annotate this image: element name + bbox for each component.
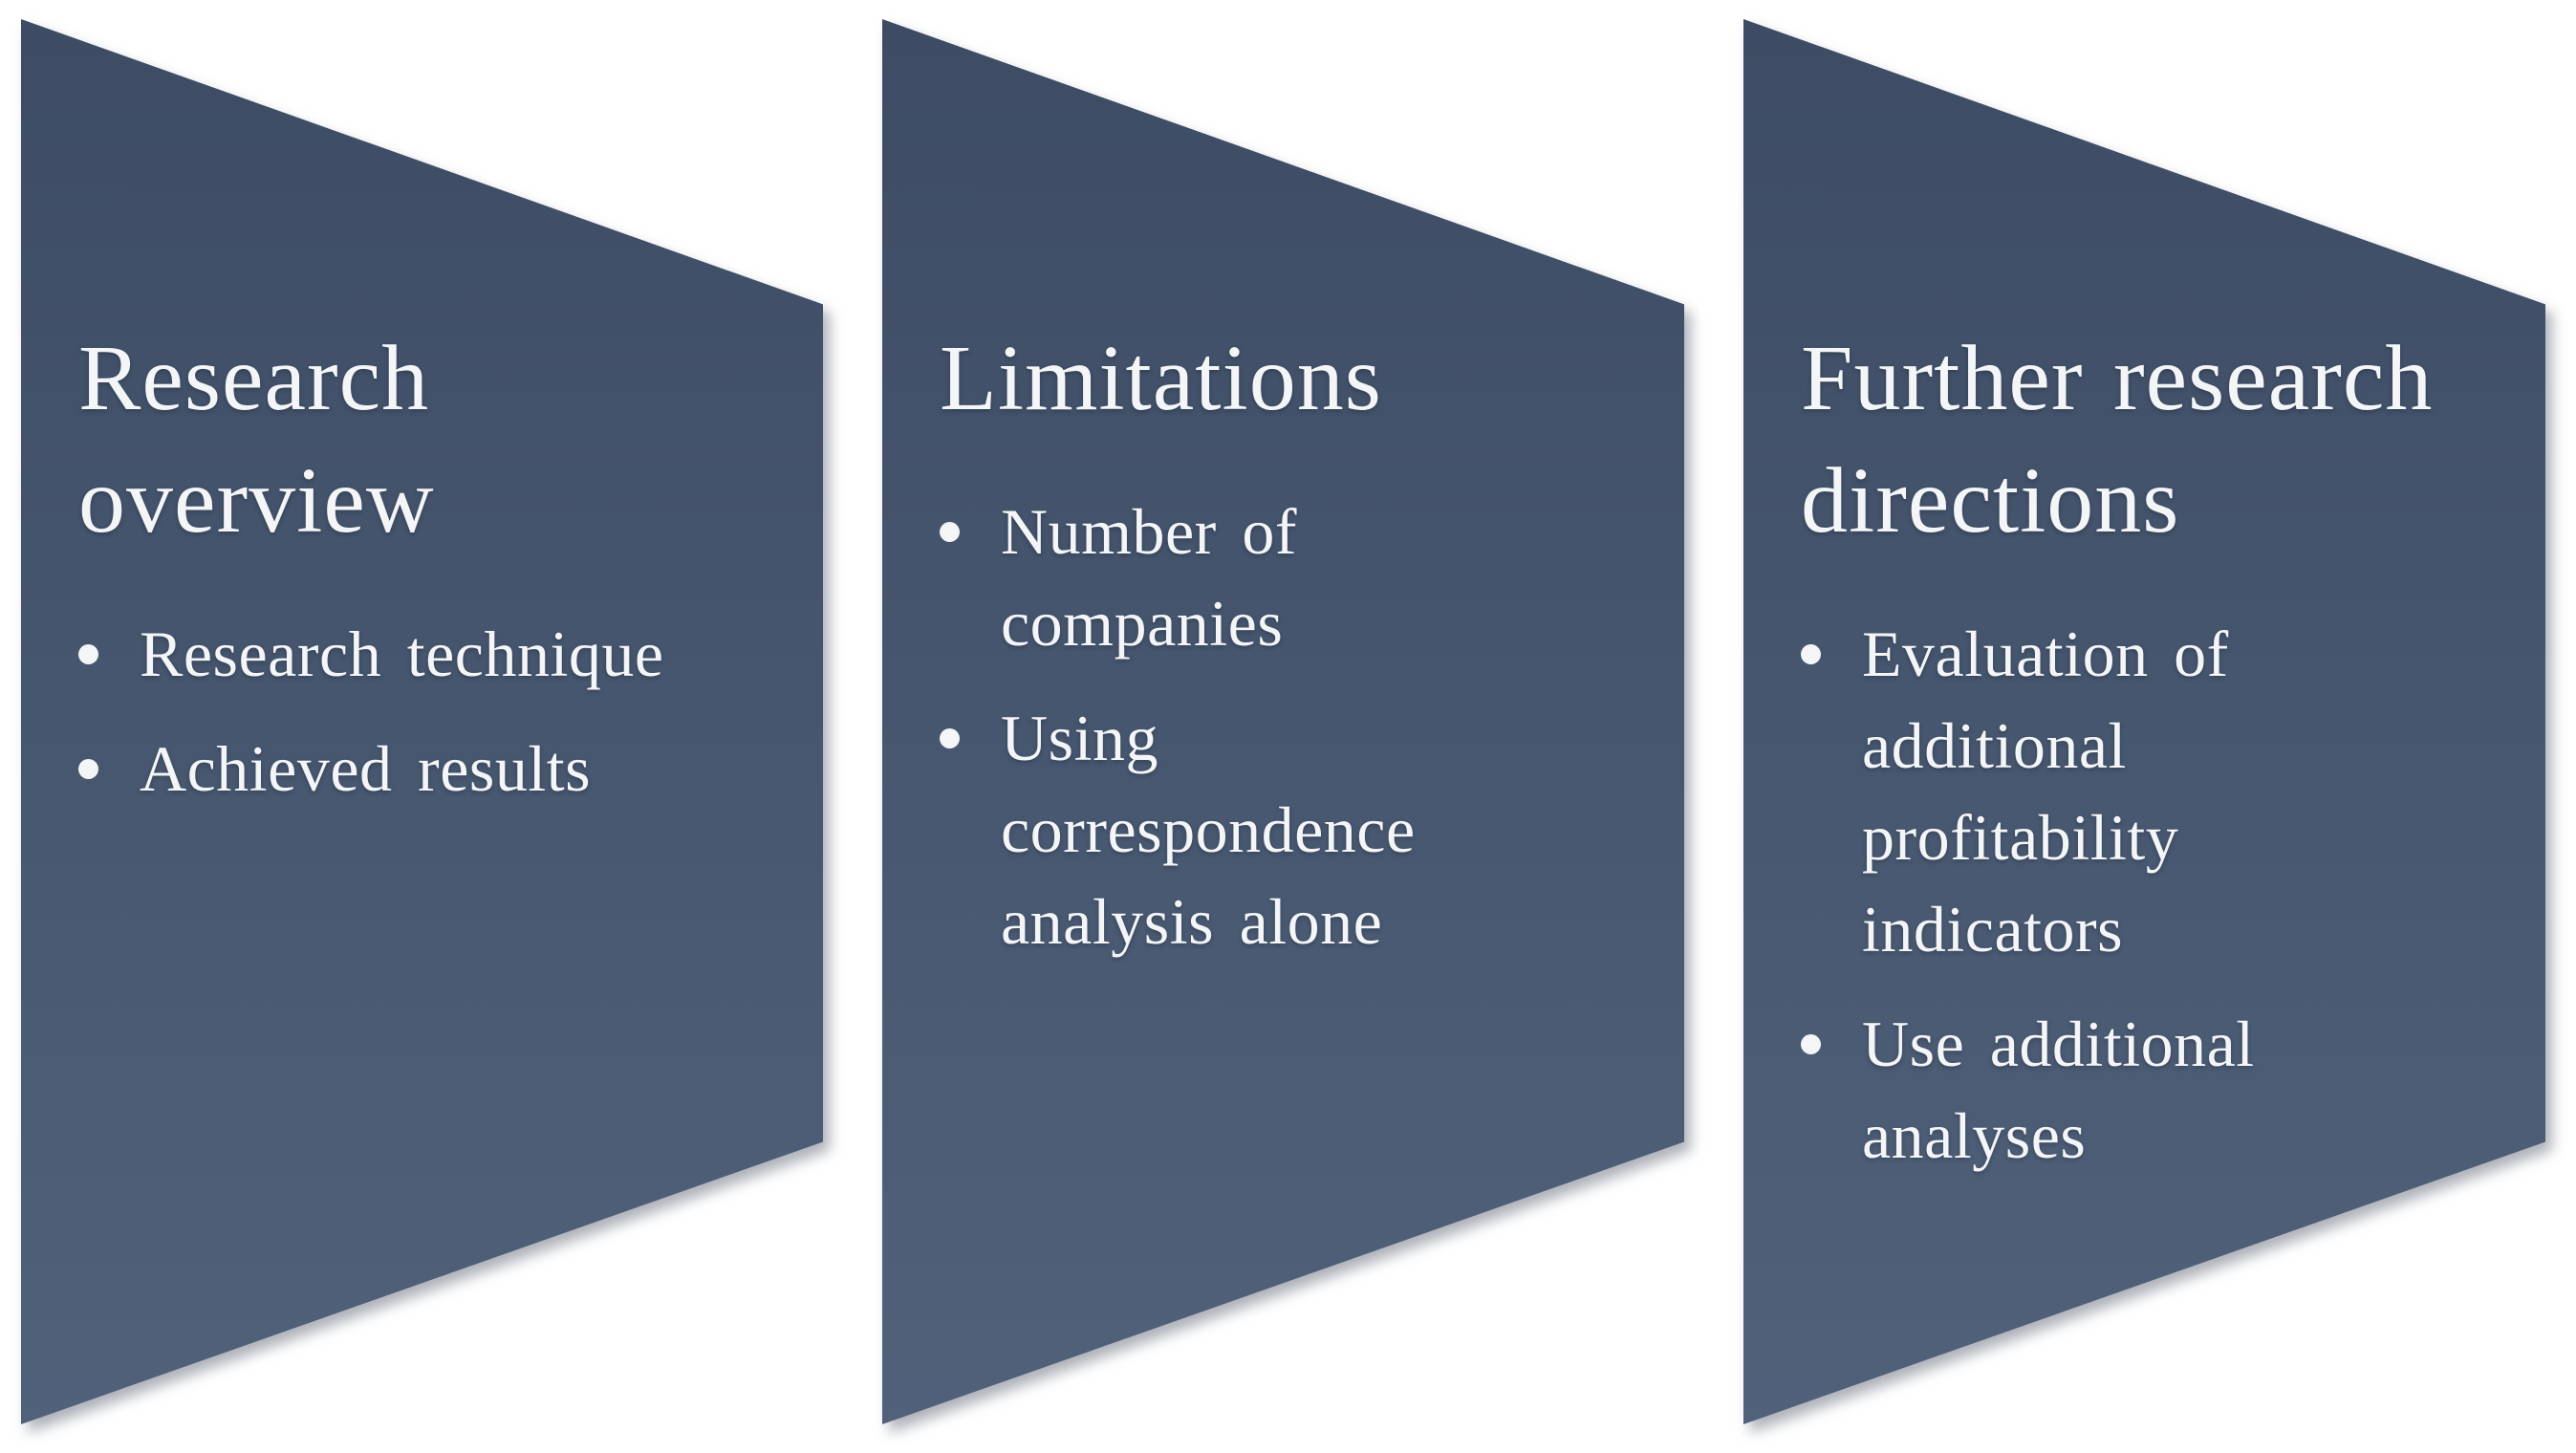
process-step-research-overview: Research overview Research technique Ach…	[21, 19, 823, 1424]
bullet-line: analyses	[1862, 1099, 2087, 1172]
shape-content: Further research directions Evaluation o…	[1743, 19, 2545, 1204]
bullet-line: Using	[1001, 702, 1158, 774]
bullet-dot-icon	[940, 728, 960, 748]
bullet-line: additional	[1862, 709, 2127, 782]
bullet-line: Evaluation of	[1862, 618, 2229, 690]
bullet-dot-icon	[1801, 1034, 1821, 1054]
title-line: Limitations	[940, 327, 1382, 430]
process-step-limitations: Limitations Number of companies Using co…	[882, 19, 1684, 1424]
bullet-list: Evaluation of additional profitability i…	[1801, 608, 2519, 1182]
shape-title-limitations: Limitations	[940, 317, 1657, 440]
process-step-further-research: Further research directions Evaluation o…	[1743, 19, 2545, 1424]
pennant-shape: Further research directions Evaluation o…	[1743, 19, 2545, 1424]
title-line: Further research	[1801, 327, 2434, 430]
title-line: Research	[78, 327, 430, 430]
title-line: directions	[1801, 449, 2180, 553]
bullet-line: Achieved results	[140, 732, 592, 805]
pennant-shape: Limitations Number of companies Using co…	[882, 19, 1684, 1424]
shape-content: Research overview Research technique Ach…	[21, 19, 823, 837]
list-item: Number of companies	[940, 486, 1657, 669]
title-line: overview	[78, 449, 435, 553]
list-item: Using correspondence analysis alone	[940, 692, 1657, 967]
shape-title-further-research: Further research directions	[1801, 317, 2519, 562]
bullet-line: companies	[1001, 587, 1284, 660]
bullet-line: analysis alone	[1001, 885, 1383, 958]
pennant-shape: Research overview Research technique Ach…	[21, 19, 823, 1424]
shape-title-research-overview: Research overview	[78, 317, 796, 562]
bullet-list: Research technique Achieved results	[78, 608, 796, 814]
bullet-line: correspondence	[1001, 793, 1416, 866]
bullet-line: Research technique	[140, 618, 664, 690]
bullet-line: profitability	[1862, 801, 2179, 874]
bullet-line: Use additional	[1862, 1008, 2255, 1080]
bullet-dot-icon	[1801, 644, 1821, 664]
list-item: Evaluation of additional profitability i…	[1801, 608, 2519, 975]
bullet-line: indicators	[1862, 893, 2124, 965]
shape-content: Limitations Number of companies Using co…	[882, 19, 1684, 990]
list-item: Research technique	[78, 608, 796, 700]
list-item: Use additional analyses	[1801, 998, 2519, 1182]
bullet-dot-icon	[940, 522, 960, 542]
list-item: Achieved results	[78, 723, 796, 814]
bullet-dot-icon	[78, 644, 98, 664]
bullet-list: Number of companies Using correspondence…	[940, 486, 1657, 967]
bullet-dot-icon	[78, 759, 98, 779]
bullet-line: Number of	[1001, 495, 1297, 568]
